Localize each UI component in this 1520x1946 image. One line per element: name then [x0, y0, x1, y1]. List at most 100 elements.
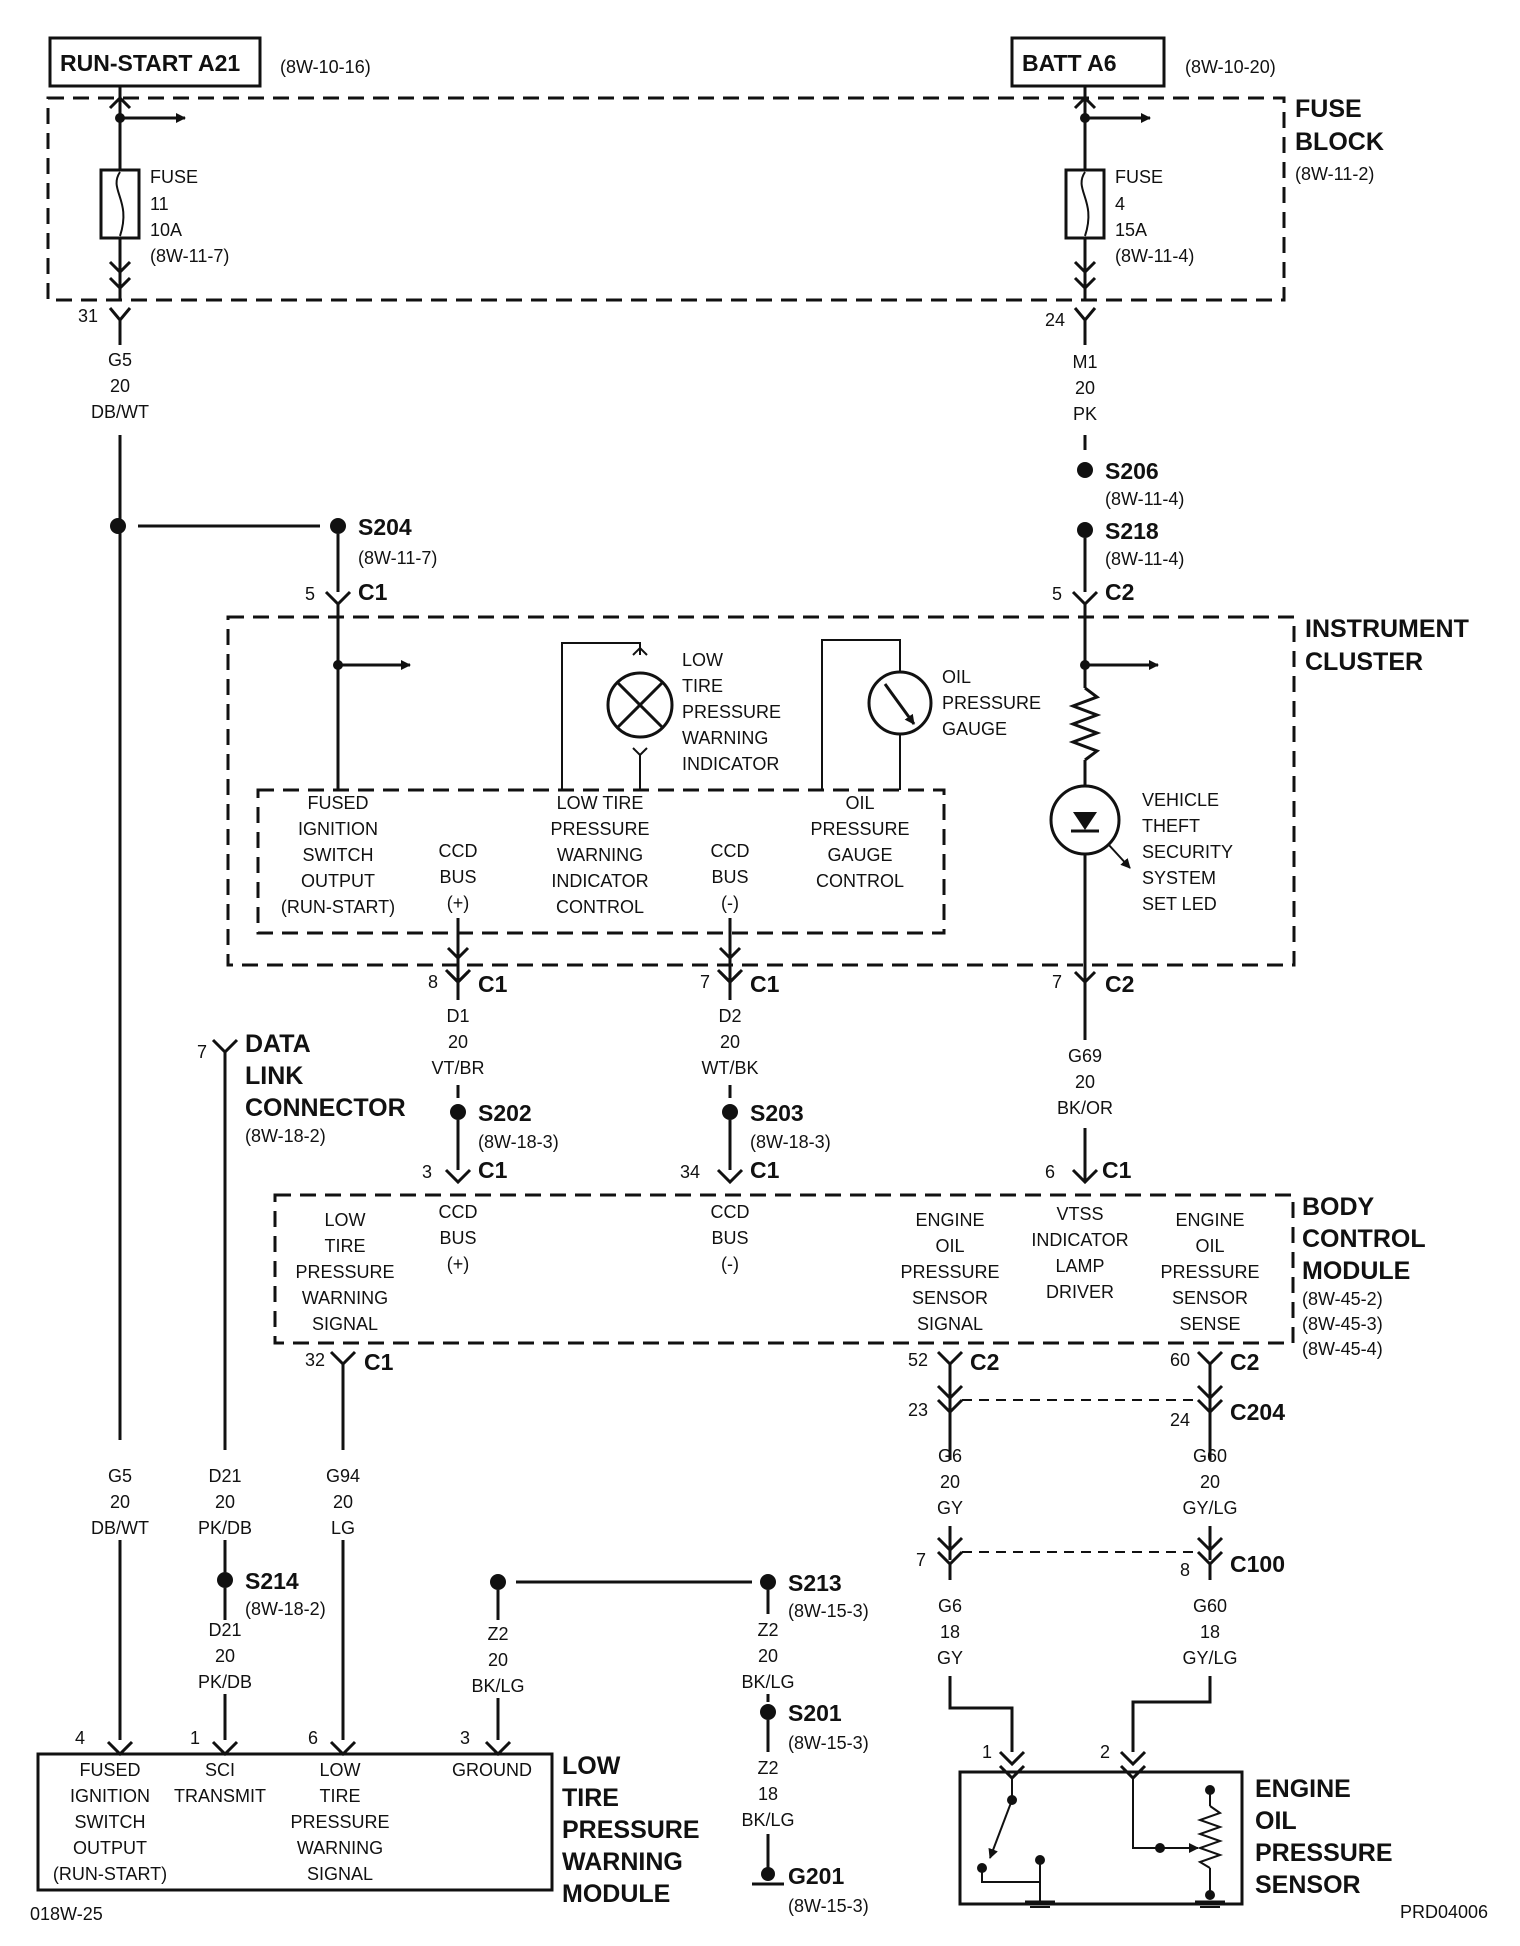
svg-text:WARNING: WARNING: [562, 1848, 683, 1876]
svg-text:PK/DB: PK/DB: [198, 1518, 252, 1538]
svg-text:TIRE: TIRE: [562, 1784, 619, 1812]
wire-z2-c: Z2 18 BK/LG: [741, 1758, 794, 1830]
svg-text:20: 20: [720, 1032, 740, 1052]
svg-text:20: 20: [940, 1472, 960, 1492]
splice-s201: S201 (8W-15-3): [788, 1700, 869, 1753]
svg-text:20: 20: [215, 1646, 235, 1666]
svg-text:TIRE: TIRE: [324, 1236, 365, 1256]
svg-text:Z2: Z2: [757, 1758, 778, 1778]
connector-c1: C1: [478, 971, 508, 997]
svg-text:(8W-18-2): (8W-18-2): [245, 1126, 326, 1146]
svg-text:SIGNAL: SIGNAL: [307, 1864, 373, 1884]
low-tire-indicator-lamp-icon: [561, 642, 674, 790]
svg-text:20: 20: [110, 1492, 130, 1512]
svg-text:10A: 10A: [150, 220, 182, 240]
wire-g69: G69 20 BK/OR: [1057, 1046, 1113, 1118]
svg-text:4: 4: [1115, 194, 1125, 214]
svg-text:(-): (-): [721, 893, 739, 913]
svg-text:PRESSURE: PRESSURE: [810, 819, 909, 839]
svg-text:BUS: BUS: [439, 1228, 476, 1248]
svg-text:BK/LG: BK/LG: [741, 1810, 794, 1830]
body-control-module: BODY CONTROL MODULE (8W-45-2) (8W-45-3) …: [273, 1193, 1426, 1359]
opg-label: OIL PRESSURE GAUGE: [942, 667, 1041, 739]
footer-left: 018W-25: [30, 1904, 103, 1924]
connector-c2: C2: [1230, 1349, 1259, 1375]
svg-text:(8W-11-7): (8W-11-7): [150, 246, 229, 266]
svg-text:GY: GY: [937, 1498, 963, 1518]
pin-52-c2: 52: [908, 1350, 928, 1370]
pin-60-c2: 60: [1170, 1350, 1190, 1370]
svg-text:WARNING: WARNING: [297, 1838, 383, 1858]
svg-text:CONTROL: CONTROL: [556, 897, 644, 917]
svg-text:VT/BR: VT/BR: [431, 1058, 484, 1078]
svg-text:GAUGE: GAUGE: [942, 719, 1007, 739]
svg-text:PRESSURE: PRESSURE: [550, 819, 649, 839]
svg-text:G5: G5: [108, 350, 132, 370]
splice-s203: S203 (8W-18-3): [750, 1100, 831, 1152]
pin-6: 6: [308, 1728, 318, 1748]
svg-text:(8W-11-4): (8W-11-4): [1115, 246, 1194, 266]
svg-text:GY/LG: GY/LG: [1182, 1498, 1237, 1518]
svg-text:18: 18: [940, 1622, 960, 1642]
svg-text:LINK: LINK: [245, 1062, 303, 1090]
pin-3-c1: 3: [422, 1162, 432, 1182]
fuse-11: FUSE 11 10A (8W-11-7): [99, 86, 229, 300]
svg-text:FUSED: FUSED: [307, 793, 368, 813]
svg-text:SCI: SCI: [205, 1760, 235, 1780]
pin-5-c1: 5: [305, 584, 315, 604]
svg-text:(8W-11-4): (8W-11-4): [1105, 489, 1184, 509]
pin-5-c2: 5: [1052, 584, 1062, 604]
pin-34-c1: 34: [680, 1162, 700, 1182]
pin-1-eops: 1: [982, 1742, 992, 1762]
engine-oil-pressure-sensor: ENGINE OIL PRESSURE SENSOR: [958, 1770, 1393, 1906]
pin-24-c204: 24: [1170, 1410, 1190, 1430]
pressure-switch-icon: [977, 1778, 1055, 1908]
svg-text:(8W-11-7): (8W-11-7): [358, 548, 437, 568]
ic-opgc-label: OIL PRESSURE GAUGE CONTROL: [810, 793, 909, 891]
svg-text:D21: D21: [208, 1620, 241, 1640]
svg-text:VTSS: VTSS: [1056, 1204, 1103, 1224]
splice-s206: S206 (8W-11-4): [1105, 458, 1184, 509]
ground-g201: G201 (8W-15-3): [788, 1863, 869, 1916]
svg-text:GROUND: GROUND: [452, 1760, 532, 1780]
svg-text:GY/LG: GY/LG: [1182, 1648, 1237, 1668]
svg-text:G201: G201: [788, 1863, 844, 1889]
svg-text:S202: S202: [478, 1100, 532, 1126]
pin-24: 24: [1045, 310, 1065, 330]
resistor-icon: [1068, 686, 1102, 762]
svg-text:SIGNAL: SIGNAL: [312, 1314, 378, 1334]
svg-text:18: 18: [1200, 1622, 1220, 1642]
pin-6-c1: 6: [1045, 1162, 1055, 1182]
fuse-block: FUSE BLOCK (8W-11-2): [46, 95, 1384, 302]
ic-ccd-neg-label: CCD BUS (-): [711, 841, 750, 913]
wire-m1: M1 20 PK: [1072, 352, 1097, 424]
ic-ltpwic-label: LOW TIRE PRESSURE WARNING INDICATOR CONT…: [550, 793, 649, 917]
svg-text:FUSE: FUSE: [1115, 167, 1163, 187]
svg-text:CCD: CCD: [439, 1202, 478, 1222]
svg-text:PRESSURE: PRESSURE: [682, 702, 781, 722]
svg-text:(RUN-START): (RUN-START): [53, 1864, 167, 1884]
svg-text:LAMP: LAMP: [1055, 1256, 1104, 1276]
svg-text:S214: S214: [245, 1568, 299, 1594]
svg-text:ENGINE: ENGINE: [1255, 1775, 1351, 1803]
oil-pressure-gauge-icon: [821, 639, 933, 790]
svg-text:7: 7: [197, 1042, 207, 1062]
splice-s214: S214 (8W-18-2): [245, 1568, 326, 1619]
data-link-connector: 7 DATA LINK CONNECTOR (8W-18-2): [197, 1030, 406, 1146]
svg-text:G69: G69: [1068, 1046, 1102, 1066]
pin-7-c1: 7: [700, 972, 710, 992]
svg-text:20: 20: [488, 1650, 508, 1670]
svg-text:CONNECTOR: CONNECTOR: [245, 1094, 406, 1122]
connector-c1: C1: [750, 1157, 780, 1183]
svg-text:(+): (+): [447, 1254, 470, 1274]
svg-text:20: 20: [1200, 1472, 1220, 1492]
svg-text:BATT A6: BATT A6: [1022, 50, 1117, 76]
pin-7-c100: 7: [916, 1550, 926, 1570]
svg-text:BUS: BUS: [711, 867, 748, 887]
svg-text:IGNITION: IGNITION: [70, 1786, 150, 1806]
wire-z2-a: Z2 20 BK/LG: [471, 1624, 524, 1696]
svg-text:(8W-18-2): (8W-18-2): [245, 1599, 326, 1619]
svg-text:DB/WT: DB/WT: [91, 402, 149, 422]
svg-text:DB/WT: DB/WT: [91, 1518, 149, 1538]
